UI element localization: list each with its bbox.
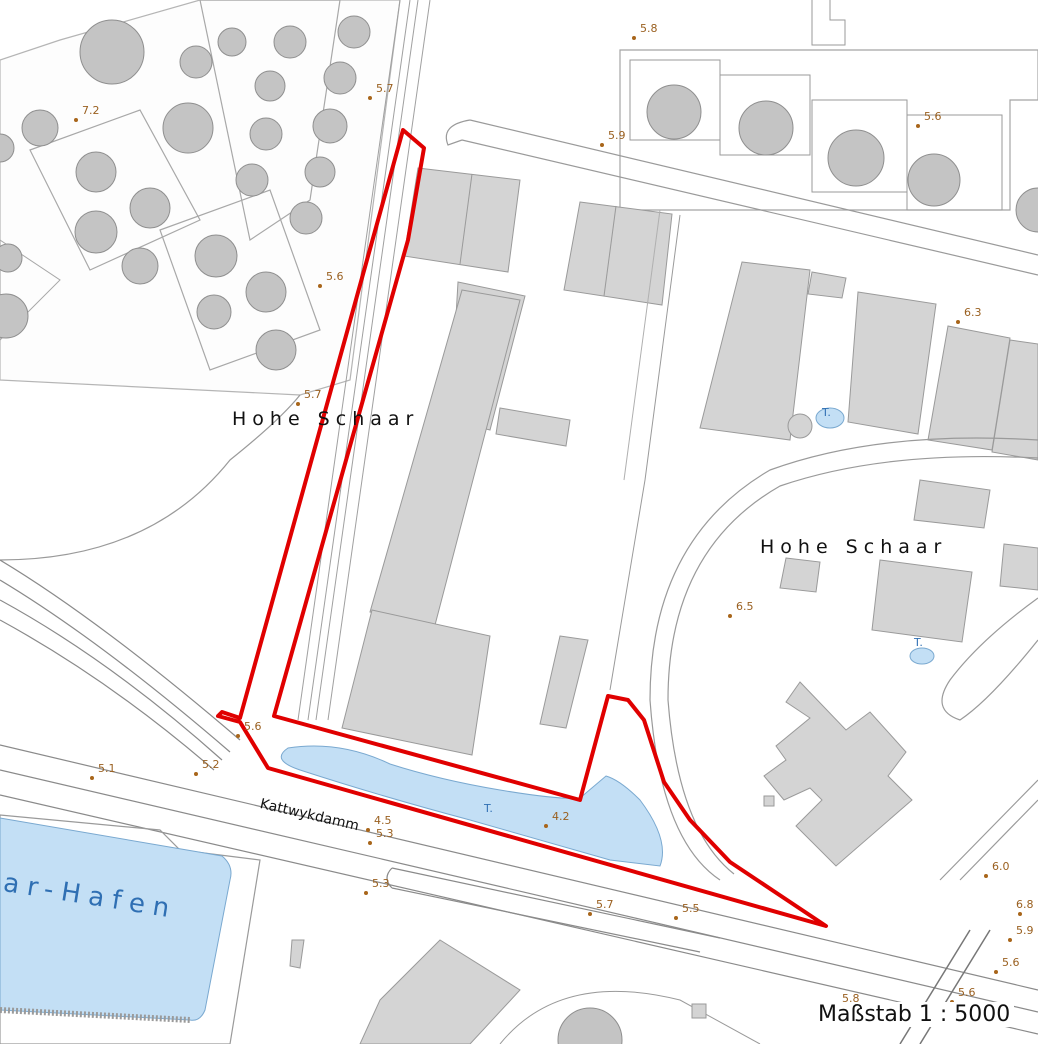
elevation-label: 5.6 [924,110,942,123]
elevation-dot [368,96,372,100]
place-label-east: Hohe Schaar [760,536,948,558]
elevation-label: 5.6 [244,720,262,733]
tank-farm-northwest [0,0,401,396]
elevation-label: 7.2 [82,104,100,117]
south-structures [289,929,991,1044]
elevation-label: 6.8 [1016,898,1034,911]
pond-east [815,407,845,429]
elevation-dot [916,124,920,128]
elevation-dot [632,36,636,40]
elevation-dot [674,916,678,920]
water-marker-pond-southeast: T. [914,636,923,649]
elevation-dot [368,841,372,845]
site-edge-east [609,214,681,691]
elevation-dot [544,824,548,828]
ring-road-east [649,437,1038,881]
elevation-label: 5.8 [842,992,860,1005]
elevation-dot [984,874,988,878]
elevation-label: 5.7 [304,388,322,401]
elevation-dot [236,734,240,738]
elevation-dot [728,614,732,618]
site-boundary[interactable] [216,128,828,928]
pond-southeast [909,647,935,665]
elevation-dot [1018,912,1022,916]
small-building [763,795,775,807]
elevation-dot [600,143,604,147]
elevation-dot [364,891,368,895]
elevation-dot [994,970,998,974]
elevation-dot [318,284,322,288]
elevation-dot [194,772,198,776]
open-area-west [0,394,301,561]
elevation-dot [296,402,300,406]
scale-label: Maßstab 1 : 5000 [814,1002,1015,1027]
elevation-dot [588,912,592,916]
elevation-label: 5.6 [1002,956,1020,969]
elevation-label: 5.1 [98,762,116,775]
elevation-label: 5.3 [372,877,390,890]
site-edge-inner [623,209,661,481]
elevation-label: 5.2 [202,758,220,771]
elevation-dot [74,118,78,122]
place-label-west: Hohe Schaar [232,408,420,430]
elevation-label: 5.9 [608,129,626,142]
elevation-label: 4.5 [374,814,392,827]
elevation-dot [1008,938,1012,942]
elevation-label: 5.8 [640,22,658,35]
round-structure [787,413,813,439]
elevation-label: 6.3 [964,306,982,319]
water-marker-pond-east: T. [822,406,831,419]
elevation-label: 5.3 [376,827,394,840]
water-body-south [280,745,663,867]
central-buildings [341,167,673,756]
kattwykdamm-road [0,559,1038,1035]
elevation-label: 5.9 [1016,924,1034,937]
east-buildings [699,261,1038,643]
elevation-label: 5.5 [682,902,700,915]
elevation-label: 5.7 [376,82,394,95]
harbor-basin [0,814,261,1044]
elevation-label: 6.0 [992,860,1010,873]
elevation-dot [366,828,370,832]
railway-north-south [297,0,431,721]
cross-building [763,681,913,867]
elevation-label: 4.2 [552,810,570,823]
elevation-label: 6.5 [736,600,754,613]
water-marker-main: T. [484,802,493,815]
elevation-label: 5.6 [326,270,344,283]
elevation-dot [90,776,94,780]
tank-farm-northeast [619,0,1038,233]
elevation-label: 5.6 [958,986,976,999]
road-north [445,119,1038,276]
elevation-dot [956,320,960,324]
elevation-label: 5.7 [596,898,614,911]
